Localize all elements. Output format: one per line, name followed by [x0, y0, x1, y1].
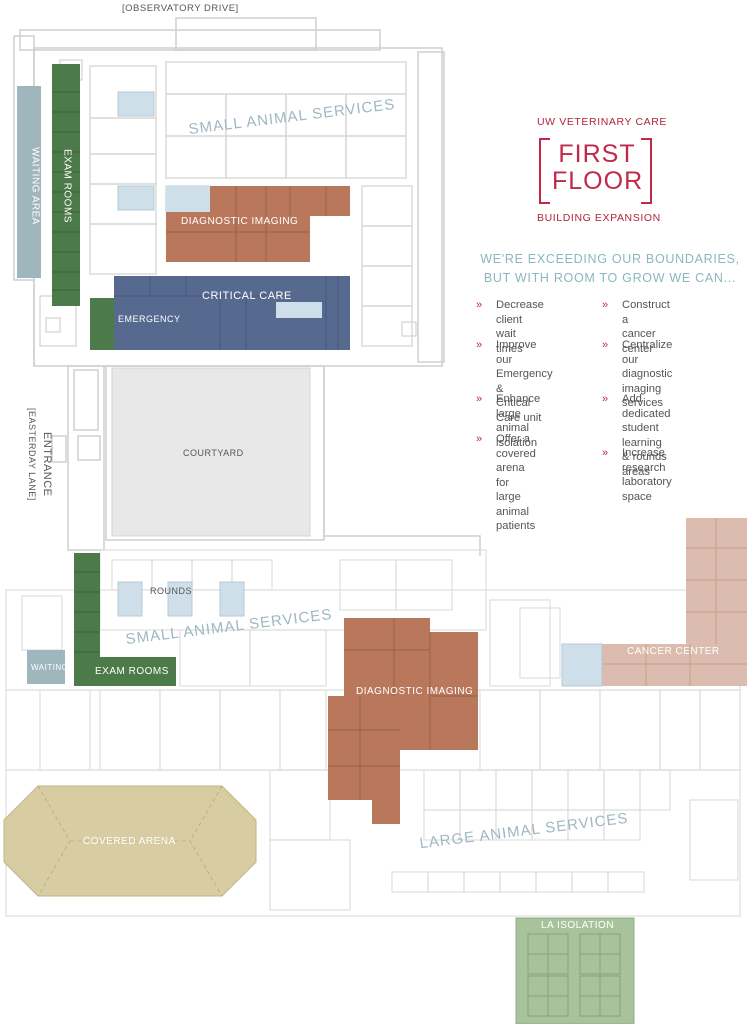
- intro-line2: BUT WITH ROOM TO GROW WE CAN...: [483, 271, 737, 285]
- goal-text: Centralize our diagnostic imaging servic…: [622, 339, 673, 409]
- goal-text: Add dedicated student learning & rounds …: [622, 393, 671, 478]
- bullet-icon: »: [602, 393, 609, 405]
- intro-line1: WE'RE EXCEEDING OUR BOUNDARIES,: [480, 252, 740, 266]
- goal-item: » Offer a covered arena for large animal …: [476, 432, 536, 534]
- exam-rooms-bottom-block: [74, 553, 176, 686]
- bullet-icon: »: [476, 339, 483, 351]
- diagnostic-imaging-bottom-label: DIAGNOSTIC IMAGING: [356, 686, 474, 697]
- easterday-lane-label: [EASTERDAY LANE]: [27, 408, 37, 501]
- building-expansion-subtitle: BUILDING EXPANSION: [537, 212, 661, 224]
- la-isolation-block: [515, 917, 635, 1024]
- goal-item: » Enhance large animal isolation: [476, 392, 541, 450]
- bullet-icon: »: [602, 339, 609, 351]
- exam-rooms-bottom-label: EXAM ROOMS: [95, 666, 169, 677]
- street-label-observatory: [OBSERVATORY DRIVE]: [122, 3, 239, 14]
- goal-text: Offer a covered arena for large animal p…: [496, 433, 536, 532]
- right-bracket-icon: [641, 138, 652, 204]
- goal-item: » Improve our Emergency & Critical Care u…: [476, 338, 553, 425]
- diagnostic-imaging-top-label: DIAGNOSTIC IMAGING: [181, 216, 299, 227]
- cancer-center-label: CANCER CENTER: [627, 646, 720, 657]
- intro-heading: WE'RE EXCEEDING OUR BOUNDARIES, BUT WITH…: [476, 250, 744, 288]
- courtyard-label: COURTYARD: [183, 448, 244, 458]
- covered-arena-label: COVERED ARENA: [83, 836, 176, 847]
- exam-rooms-top-label: EXAM ROOMS: [61, 149, 73, 223]
- diagnostic-imaging-bottom-block: [328, 618, 478, 824]
- goal-item: » Construct a cancer center: [602, 298, 670, 356]
- bullet-icon: »: [476, 433, 483, 445]
- floor-title-line2: FLOOR: [552, 167, 644, 195]
- bullet-icon: »: [602, 299, 609, 311]
- goal-text: Enhance large animal isolation: [496, 393, 541, 449]
- critical-care-block: [114, 276, 350, 350]
- bullet-icon: »: [602, 447, 609, 459]
- diagnostic-imaging-top-block: [166, 186, 350, 262]
- waiting-bottom-block: [27, 650, 65, 684]
- critical-care-label: CRITICAL CARE: [202, 290, 292, 302]
- top-building-rooms: [39, 59, 417, 347]
- rounds-label: ROUNDS: [150, 586, 193, 596]
- courtyard-block: [105, 365, 481, 556]
- entrance-label: ENTRANCE: [41, 432, 53, 497]
- goal-item: » Add dedicated student learning & rounds…: [602, 392, 671, 479]
- connector-outline: [51, 365, 105, 551]
- goal-item: » Centralize our diagnostic imaging servi…: [602, 338, 673, 411]
- waiting-area-label: WAITING AREA: [29, 147, 41, 225]
- bullet-icon: »: [476, 393, 483, 405]
- waiting-area-block: [17, 86, 41, 278]
- waiting-bottom-label: WAITING: [31, 663, 69, 672]
- goal-text: Construct a cancer center: [622, 299, 670, 355]
- bullet-icon: »: [476, 299, 483, 311]
- goal-text: Increase research laboratory space: [622, 447, 672, 503]
- floor-title-line1: FIRST: [558, 140, 636, 168]
- org-title: UW VETERINARY CARE: [537, 116, 668, 128]
- floor-title: FIRST FLOOR: [552, 141, 642, 195]
- goal-item: » Increase research laboratory space: [602, 446, 672, 504]
- bottom-building-outline: [5, 549, 741, 917]
- goal-item: » Decrease client wait times: [476, 298, 544, 356]
- covered-arena-block: [3, 785, 257, 897]
- goal-text: Decrease client wait times: [496, 299, 544, 355]
- left-bracket-icon: [539, 138, 550, 204]
- la-isolation-label: LA ISOLATION: [541, 920, 615, 931]
- emergency-label: EMERGENCY: [118, 314, 181, 324]
- exam-rooms-top-block: [52, 64, 114, 350]
- goal-text: Improve our Emergency & Critical Care un…: [496, 339, 553, 424]
- cancer-center-block: [561, 518, 747, 687]
